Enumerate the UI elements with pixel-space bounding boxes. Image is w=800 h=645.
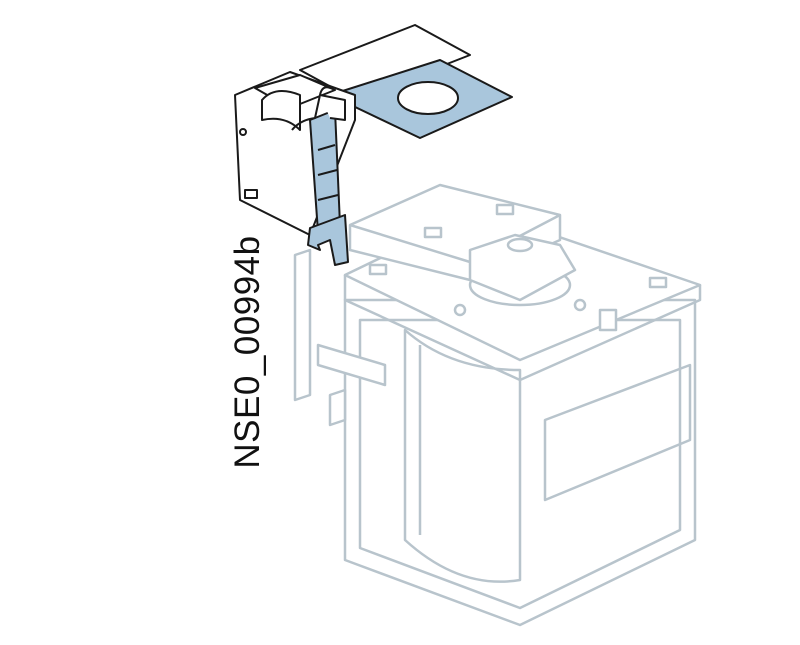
contactor-body: [293, 183, 702, 627]
drawing-reference-code: NSE0_00994b: [228, 235, 267, 469]
auxiliary-switch-block: [234, 24, 513, 266]
